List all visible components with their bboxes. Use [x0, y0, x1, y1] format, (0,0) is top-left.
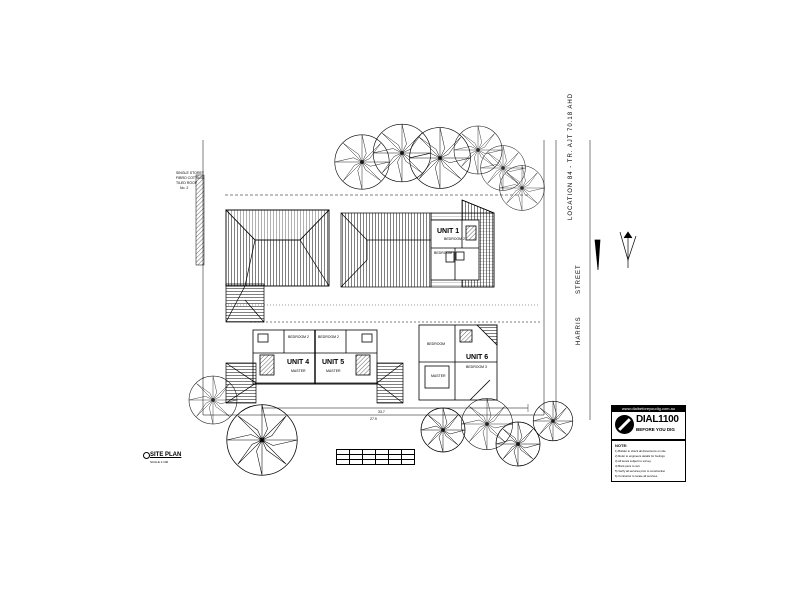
notes-box: NOTE: 1) Builder to check all dimensions… — [611, 440, 686, 482]
site-plan-scale: SCALE 1:100 — [150, 460, 169, 464]
unit-6-bedroom-3-label: BEDROOM 3 — [466, 365, 488, 369]
unit-5-bedroom-2-label: BEDROOM 2 — [318, 335, 340, 339]
unit-4-bedroom-2-label: BEDROOM 2 — [288, 335, 310, 339]
note-line: 1) Builder to check all dimensions on si… — [615, 449, 666, 453]
site-plan-marker-icon — [143, 452, 150, 459]
unit-6-master-label: MASTER — [431, 374, 446, 378]
note-line: 3) All levels subject to survey — [615, 459, 651, 463]
dial-before-you-dig-box: www.dialbeforeyoudig.com.au DIAL1100 BEF… — [611, 405, 686, 440]
notes-title: NOTE: — [615, 443, 628, 448]
roof-left-building — [225, 209, 330, 323]
surveyor-marks — [594, 231, 637, 271]
trees-top — [334, 123, 545, 211]
note-line: 4) Brick piers to suit — [615, 464, 640, 468]
no-dig-icon — [615, 415, 634, 434]
unit-6-label: UNIT 6 — [466, 354, 489, 361]
unit-6-bedroom-label: BEDROOM — [427, 342, 446, 346]
neighbour-fence — [195, 174, 205, 266]
dbyd-url: www.dialbeforeyoudig.com.au — [612, 406, 685, 412]
unit-6-floor-plan — [418, 324, 498, 401]
area-schedule-table — [336, 449, 415, 465]
dbyd-subtitle: BEFORE YOU DIG — [636, 427, 675, 432]
note-line: 2) Refer to engineers details for footin… — [615, 454, 665, 458]
units-4-5-floor-plan — [252, 329, 378, 385]
unit-5-label: UNIT 5 — [322, 359, 345, 366]
neighbour-label-4: No. 2 — [180, 186, 189, 190]
dimension-lines — [225, 304, 540, 412]
note-line: 6) Contractor to locate all services — [615, 474, 658, 478]
neighbour-label-3: TILED ROOF — [176, 181, 198, 185]
location-label: LOCATION 84 - TR. AJT 70.18 AHD — [568, 92, 574, 220]
unit-1-bedroom-2-label: BEDROOM 2 — [444, 237, 466, 241]
property-boundary — [202, 140, 591, 420]
unit-1-label: UNIT 1 — [437, 228, 460, 235]
unit-5-master-label: MASTER — [326, 369, 341, 373]
dimension-total: 33.7 — [378, 410, 385, 414]
street-name-harris: HARRIS — [576, 316, 582, 345]
street-type-label: STREET — [576, 264, 582, 294]
unit-1-bedroom-label: BEDROOM — [434, 251, 453, 255]
unit-4-master-label: MASTER — [291, 369, 306, 373]
dbyd-dial-number: DIAL1100 — [636, 414, 679, 425]
neighbour-label-2: FIBRO COTTAGE — [176, 176, 205, 180]
note-line: 5) Verify all services prior to construc… — [615, 469, 666, 473]
roof-bottom-left — [225, 362, 404, 404]
unit-1-floor-plan — [430, 219, 480, 281]
neighbour-label-1: SINGLE STOREY — [176, 171, 205, 175]
dimension-frontage: 27.9 — [370, 417, 377, 421]
site-plan-title: SITE PLAN — [150, 452, 182, 458]
unit-4-label: UNIT 4 — [287, 359, 310, 366]
